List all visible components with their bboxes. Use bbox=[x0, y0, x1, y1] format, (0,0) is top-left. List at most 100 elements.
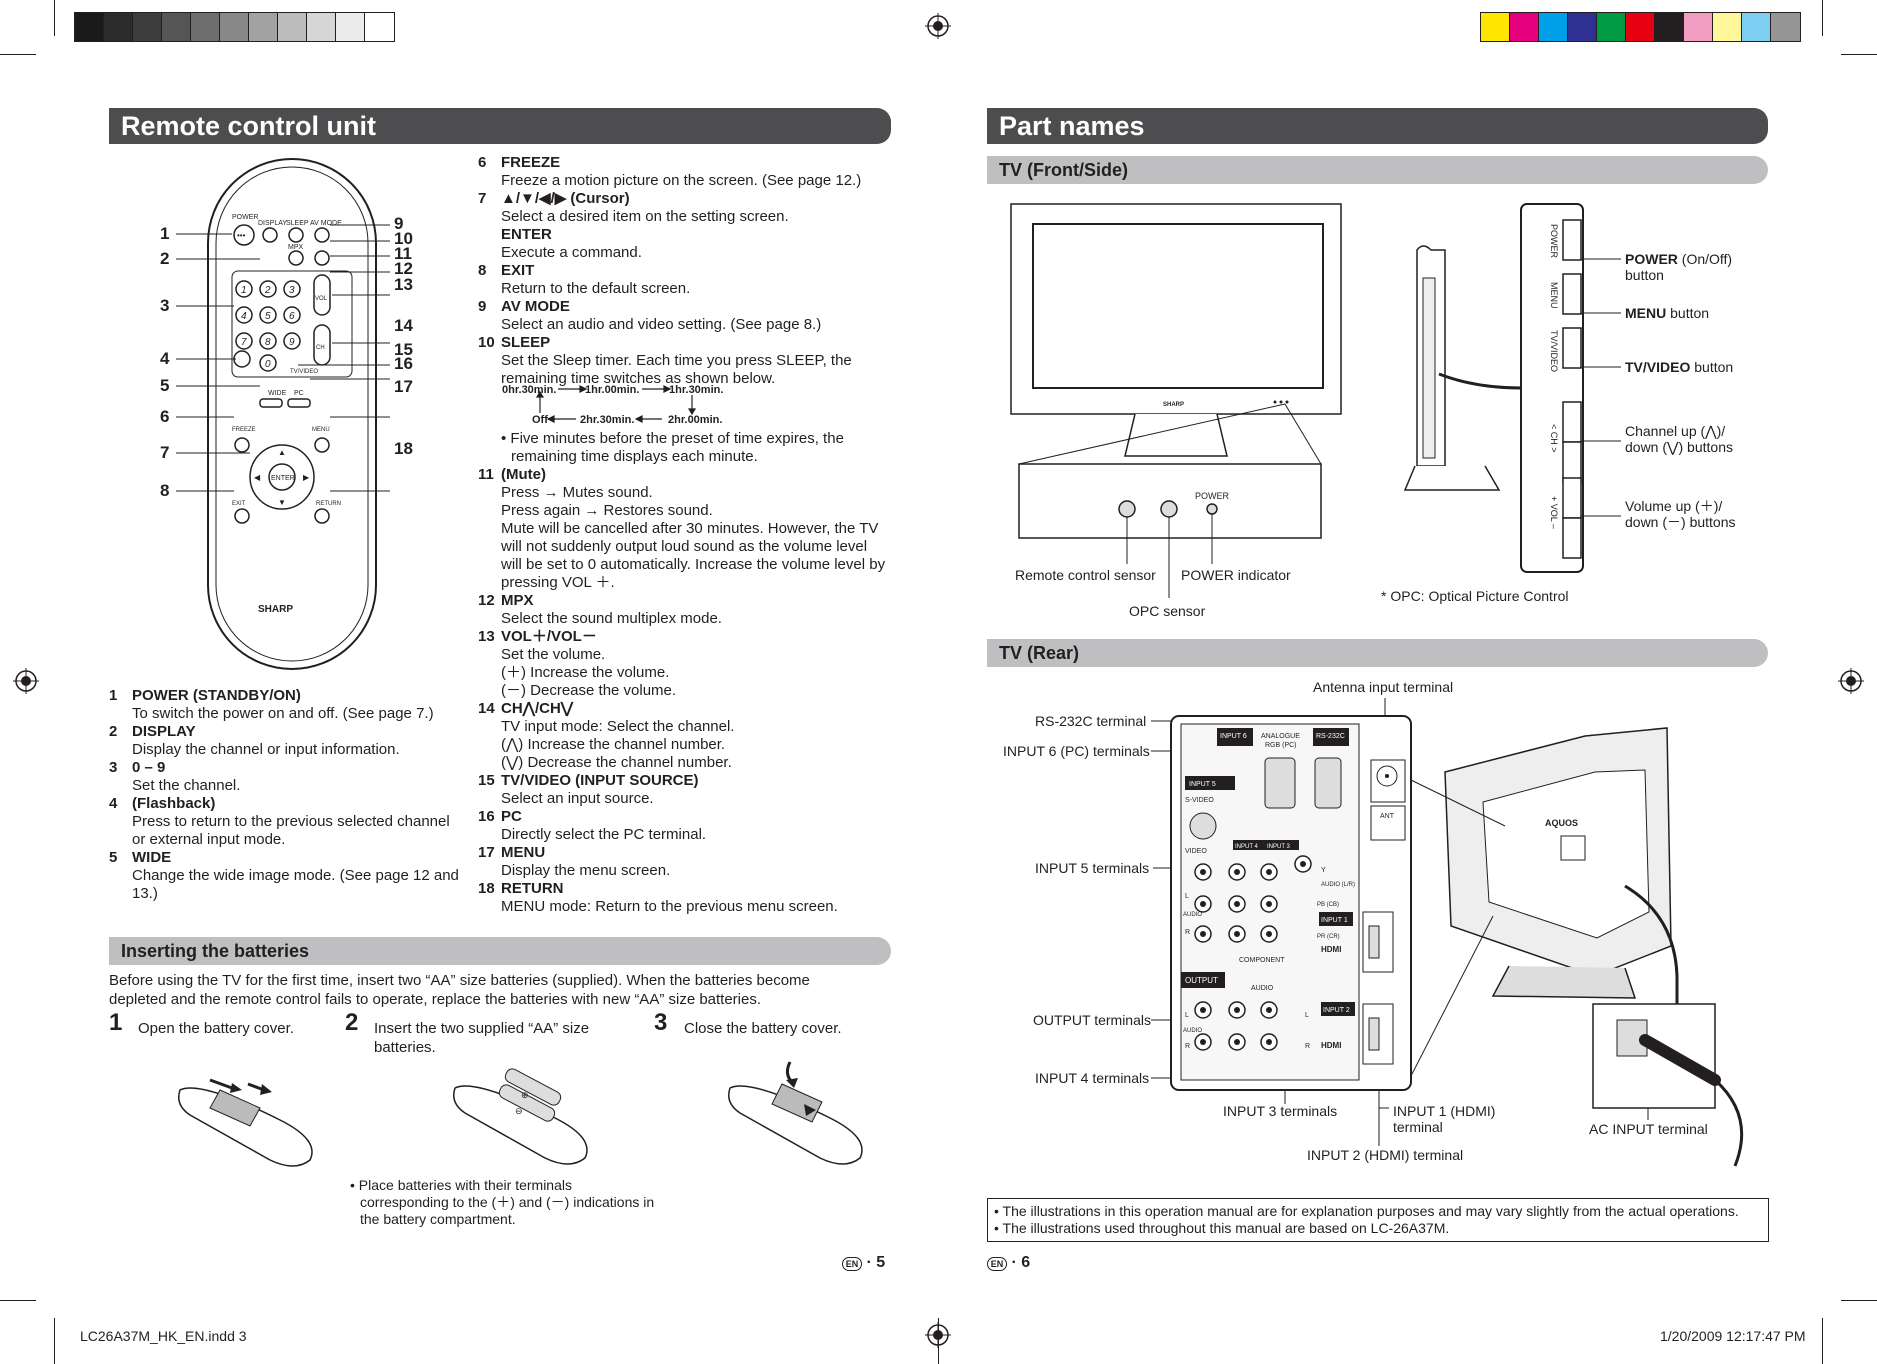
remote-vol-rocker bbox=[313, 274, 331, 316]
item-title: AV MODE bbox=[501, 298, 570, 315]
battery-step-number: 2 bbox=[345, 1009, 359, 1036]
item-number: 18 bbox=[478, 880, 495, 897]
crop-mark bbox=[54, 1318, 55, 1364]
remote-digit-button bbox=[283, 280, 301, 298]
item-text: (⋀) Increase the channel number. bbox=[501, 736, 726, 753]
remote-avmode-label: AV MODE bbox=[310, 220, 342, 227]
remote-digit-label: 3 bbox=[289, 285, 295, 296]
svg-text:Y: Y bbox=[1321, 867, 1326, 874]
svg-text:1hr.00min.: 1hr.00min. bbox=[585, 384, 639, 396]
batteries-intro-line: Before using the TV for the first time, … bbox=[109, 972, 810, 989]
svg-text:▲: ▲ bbox=[278, 448, 286, 457]
item-text: Directly select the PC terminal. bbox=[501, 826, 707, 843]
item-title: ENTER bbox=[501, 226, 552, 243]
item-text: Press to return to the previous selected… bbox=[132, 813, 450, 830]
remote-flashback-button bbox=[233, 350, 251, 368]
tv-front-side-illustration: SHARP POWER Remote control sensor POWER … bbox=[1010, 203, 1736, 619]
side-tvvideo-button bbox=[1562, 327, 1582, 369]
item-number: 5 bbox=[109, 849, 118, 866]
crop-mark bbox=[1841, 1300, 1877, 1301]
item-number: 13 bbox=[478, 628, 495, 645]
battery-step-number: 1 bbox=[109, 1009, 123, 1036]
registration-mark bbox=[1838, 668, 1864, 694]
item-number: 8 bbox=[478, 262, 487, 279]
remote-avmode-button bbox=[314, 227, 330, 243]
note-line: corresponding to the (＋) and (－) indicat… bbox=[360, 1194, 655, 1210]
power-button-callout: POWER (On/Off) bbox=[1625, 251, 1732, 267]
svg-text:L: L bbox=[1185, 893, 1189, 900]
remote-display-button bbox=[262, 227, 278, 243]
menu-button-callout: MENU button bbox=[1625, 305, 1709, 321]
power-indicator-label: POWER bbox=[1195, 491, 1230, 501]
item-number: 17 bbox=[478, 844, 495, 861]
item-text: Set the channel. bbox=[132, 777, 241, 794]
color-swatch bbox=[75, 13, 104, 41]
svg-text:L: L bbox=[1185, 1012, 1189, 1019]
battery-step-text: Close the battery cover. bbox=[684, 1020, 842, 1037]
svg-text:OUTPUT: OUTPUT bbox=[1185, 976, 1218, 985]
svg-text:FREEZE: FREEZE bbox=[232, 427, 256, 433]
svg-text:MENU: MENU bbox=[1549, 282, 1559, 309]
color-swatch bbox=[278, 13, 307, 41]
svg-text:Off: Off bbox=[532, 414, 548, 426]
item-text: Mute will be cancelled after 30 minutes.… bbox=[501, 520, 879, 537]
gray-color-bar bbox=[74, 12, 395, 42]
item-title: VOL＋/VOL－ bbox=[501, 628, 597, 645]
item-title: (Flashback) bbox=[132, 795, 216, 812]
svg-text:INPUT 3: INPUT 3 bbox=[1267, 844, 1291, 850]
description-item: 11(Mute)Press → Mutes sound.Press again … bbox=[478, 466, 898, 592]
side-ch-up-button bbox=[1562, 401, 1582, 443]
remote-callout-number: 16 bbox=[394, 354, 413, 373]
item-text: TV input mode: Select the channel. bbox=[501, 718, 735, 735]
item-number: 11 bbox=[478, 466, 494, 483]
svg-text:L: L bbox=[1305, 1012, 1309, 1019]
process-color-bar bbox=[1480, 12, 1801, 42]
svg-text:HDMI: HDMI bbox=[1321, 945, 1341, 954]
item-text: Select an input source. bbox=[501, 790, 654, 807]
item-text: (－) Decrease the volume. bbox=[501, 682, 677, 699]
vga-port bbox=[1264, 757, 1296, 809]
svg-text:VOL: VOL bbox=[315, 296, 328, 302]
input3-callout: INPUT 3 terminals bbox=[1223, 1103, 1337, 1119]
remote-digit-button bbox=[259, 280, 277, 298]
item-number: 12 bbox=[478, 592, 495, 609]
output-callout: OUTPUT terminals bbox=[1033, 1012, 1151, 1028]
remote-digit-label: 4 bbox=[241, 311, 247, 322]
remote-callout-number: 14 bbox=[394, 316, 413, 335]
side-vol-up-button bbox=[1562, 477, 1582, 519]
remote-wide-button bbox=[259, 398, 283, 408]
remote-callout-number: 15 bbox=[394, 340, 413, 359]
color-swatch bbox=[1742, 13, 1771, 41]
item-text: (⋁) Decrease the channel number. bbox=[501, 754, 732, 771]
remote-display-label: DISPLAY bbox=[258, 220, 287, 227]
remote-button-list-c: 11(Mute)Press → Mutes sound.Press again … bbox=[478, 466, 898, 916]
item-title: SLEEP bbox=[501, 334, 551, 351]
remote-callout-number: 12 bbox=[394, 259, 413, 278]
remote-digit-button bbox=[283, 332, 301, 350]
item-text: Select a desired item on the setting scr… bbox=[501, 208, 789, 225]
svg-text:S-VIDEO: S-VIDEO bbox=[1185, 797, 1214, 804]
remote-digit-button bbox=[259, 354, 277, 372]
rca-jacks bbox=[1194, 855, 1312, 1051]
input2-hdmi-callout: INPUT 2 (HDMI) terminal bbox=[1307, 1147, 1463, 1163]
svg-text:EXIT: EXIT bbox=[232, 501, 246, 507]
item-number: 9 bbox=[478, 298, 487, 315]
item-title: TV/VIDEO (INPUT SOURCE) bbox=[501, 772, 699, 789]
battery-step-text: Open the battery cover. bbox=[138, 1020, 294, 1037]
antenna-callout: Antenna input terminal bbox=[1313, 679, 1453, 695]
color-swatch bbox=[1510, 13, 1539, 41]
remote-callout-number: 7 bbox=[160, 443, 169, 462]
remote-digit-button bbox=[259, 306, 277, 324]
item-text: (＋) Increase the volume. bbox=[501, 664, 670, 681]
item-number: 7 bbox=[478, 190, 487, 207]
svg-text:R: R bbox=[1185, 929, 1190, 936]
color-swatch bbox=[162, 13, 191, 41]
svg-text:down (－) buttons: down (－) buttons bbox=[1625, 514, 1736, 530]
item-title: MPX bbox=[501, 592, 534, 609]
svg-text:INPUT 5: INPUT 5 bbox=[1189, 781, 1216, 788]
